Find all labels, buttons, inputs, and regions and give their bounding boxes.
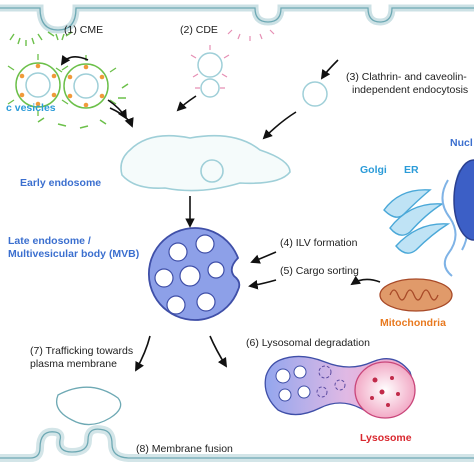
mitochondrion: [379, 278, 453, 312]
arrow-to-degradation: [209, 335, 228, 368]
nucleus: [453, 159, 474, 241]
label-early-endosome: Early endosome: [20, 177, 101, 189]
label-vesicles: c vesicles: [6, 102, 56, 114]
plasma-membrane-top: [0, 4, 474, 34]
cde-vesicles: [190, 29, 275, 98]
arrow-ilv: [250, 251, 277, 264]
label-er: ER: [404, 164, 419, 176]
arrows: [60, 54, 381, 372]
mvb: [147, 227, 241, 321]
label-cde: (2) CDE: [180, 24, 218, 36]
label-golgi: Golgi: [360, 164, 387, 176]
early-endosome: [120, 134, 291, 192]
arrow-membrane-to-vesicle: [60, 54, 89, 66]
label-late-endosome-1: Late endosome /: [8, 235, 91, 247]
arrow-mito-to-cargo: [350, 275, 381, 286]
arrow-vesicle-to-early-endosome: [262, 111, 297, 140]
arrow-vesicle-to-endosome: [109, 107, 134, 128]
plasma-membrane-bottom: [0, 386, 474, 462]
label-cci-2: independent endocytosis: [352, 84, 468, 96]
clathrin-vesicle-1: [7, 54, 69, 116]
label-late-endosome-2: Multivesicular body (MVB): [8, 248, 139, 260]
arrow-cci-to-vesicle: [320, 59, 339, 80]
label-cme: (1) CME: [64, 24, 103, 36]
label-cargo: (5) Cargo sorting: [280, 265, 359, 277]
label-fusion: (8) Membrane fusion: [136, 443, 233, 455]
clathrin-pit: [9, 31, 73, 46]
label-ilv: (4) ILV formation: [280, 237, 358, 249]
label-mitochondria: Mitochondria: [380, 317, 446, 329]
label-trafficking-1: (7) Trafficking towards: [30, 345, 133, 357]
label-cci-1: (3) Clathrin- and caveolin-: [346, 71, 467, 83]
arrow-cargo: [248, 279, 277, 290]
independent-vesicle: [302, 81, 328, 107]
lysosome: [354, 361, 416, 419]
label-trafficking-2: plasma membrane: [30, 358, 117, 370]
clathrin-fragments: [37, 83, 129, 129]
label-lysosome: Lysosome: [360, 432, 412, 444]
arrow-cde-to-endosome: [176, 95, 197, 112]
arrow-to-trafficking: [135, 335, 151, 372]
clathrin-vesicle-2: [55, 55, 117, 109]
label-nucleus: Nucl: [450, 137, 473, 149]
label-lysosomal: (6) Lysosomal degradation: [246, 337, 370, 349]
golgi: [383, 189, 451, 254]
